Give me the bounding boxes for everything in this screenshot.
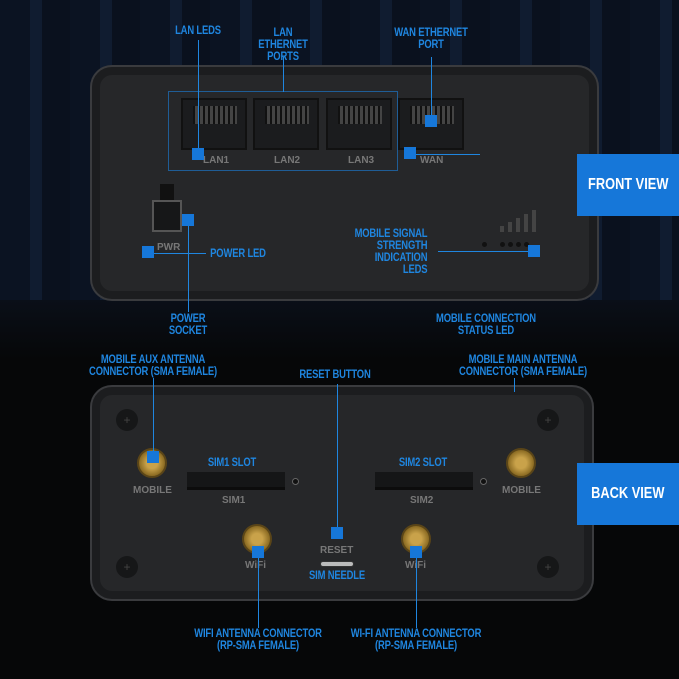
lan2-port: [253, 98, 319, 150]
callout-lan-ports: LAN ETHERNET PORTS: [258, 27, 308, 63]
wifi-right-label: WiFi: [405, 560, 426, 571]
sim2-eject-hole: [480, 478, 487, 485]
lan3-label: LAN3: [348, 155, 375, 166]
mobile-right-label: MOBILE: [502, 485, 541, 496]
power-socket-latch: [160, 184, 174, 200]
callout-line: [337, 384, 338, 534]
callout-power-led: POWER LED: [210, 248, 266, 260]
wan-led-marker: [404, 147, 416, 159]
reset-button[interactable]: [320, 561, 354, 567]
callout-sim-needle: SIM NEEDLE: [308, 570, 365, 582]
lan-led-marker: [192, 148, 204, 160]
signal-led: [516, 242, 521, 247]
callout-line: [283, 57, 284, 92]
lan1-label: LAN1: [203, 155, 230, 166]
reset-marker: [331, 527, 343, 539]
signal-led: [524, 242, 529, 247]
wifi-left-marker: [252, 546, 264, 558]
back-view-label: BACK VIEW: [591, 485, 665, 502]
power-socket: [152, 200, 182, 232]
wan-port-marker: [425, 115, 437, 127]
screw-icon: +: [537, 556, 559, 578]
router-front: [92, 67, 597, 299]
callout-line: [188, 222, 189, 312]
signal-led-marker: [528, 245, 540, 257]
wifi-left-label: WiFi: [245, 560, 267, 571]
sim1-eject-hole: [292, 478, 299, 485]
front-view-badge: FRONT VIEW: [577, 154, 679, 216]
callout-line: [198, 40, 199, 155]
front-view-label: FRONT VIEW: [587, 176, 669, 193]
callout-line: [416, 552, 417, 628]
wifi-right-marker: [410, 546, 422, 558]
pwr-label: PWR: [157, 242, 181, 253]
mobile-aux-antenna-connector: [137, 448, 167, 478]
screw-icon: +: [537, 409, 559, 431]
callout-lan-leds: LAN LEDS: [175, 25, 221, 37]
callout-main-antenna: MOBILE MAIN ANTENNA CONNECTOR (SMA FEMAL…: [459, 354, 587, 378]
callout-line: [438, 251, 534, 252]
callout-mobile-status: MOBILE CONNECTION STATUS LED: [436, 313, 536, 337]
callout-line: [431, 57, 432, 120]
lan2-label: LAN2: [274, 155, 301, 166]
mobile-left-label: MOBILE: [133, 485, 172, 496]
screw-icon: +: [116, 409, 138, 431]
mobile-main-antenna-connector: [506, 448, 536, 478]
mobile-status-led: [482, 242, 487, 247]
back-view-badge: BACK VIEW: [577, 463, 679, 525]
callout-line: [514, 378, 515, 392]
callout-wifi-right: WI-FI ANTENNA CONNECTOR (RP-SMA FEMALE): [350, 628, 482, 652]
sim1-slot: [187, 472, 285, 490]
power-led-marker: [142, 246, 154, 258]
signal-led: [508, 242, 513, 247]
callout-power-socket: POWER SOCKET: [168, 313, 208, 337]
callout-line: [153, 378, 154, 458]
lan1-port: [181, 98, 247, 150]
sim2-slot: [375, 472, 473, 490]
screw-icon: +: [116, 556, 138, 578]
sim2-label: SIM2: [410, 495, 434, 506]
callout-sim1-slot: SIM1 SLOT: [207, 457, 257, 469]
callout-reset: RESET BUTTON: [299, 369, 371, 381]
callout-signal-leds: MOBILE SIGNAL STRENGTH INDICATION LEDS: [354, 228, 428, 276]
callout-aux-antenna: MOBILE AUX ANTENNA CONNECTOR (SMA FEMALE…: [89, 354, 217, 378]
reset-label: RESET: [320, 545, 354, 556]
callout-wan-port: WAN ETHERNET PORT: [394, 27, 468, 51]
signal-led: [500, 242, 505, 247]
lan3-port: [326, 98, 392, 150]
sim1-label: SIM1: [222, 495, 246, 506]
wan-label: WAN: [420, 155, 444, 166]
callout-wifi-left: WIFI ANTENNA CONNECTOR (RP-SMA FEMALE): [194, 628, 322, 652]
power-socket-marker: [182, 214, 194, 226]
callout-sim2-slot: SIM2 SLOT: [398, 457, 448, 469]
signal-strength-icon: [498, 210, 542, 244]
callout-line: [150, 253, 206, 254]
aux-antenna-marker: [147, 451, 159, 463]
callout-line: [410, 154, 480, 155]
callout-line: [258, 552, 259, 628]
